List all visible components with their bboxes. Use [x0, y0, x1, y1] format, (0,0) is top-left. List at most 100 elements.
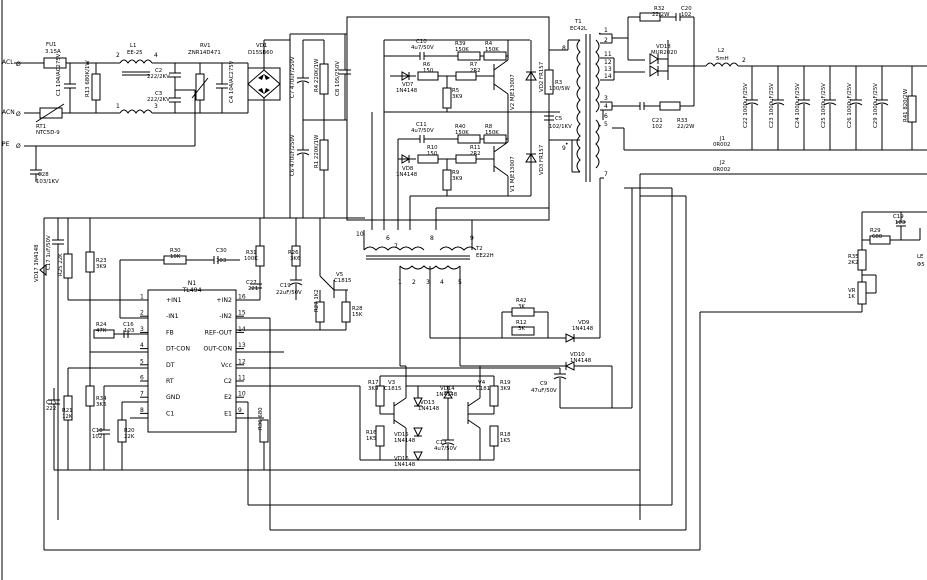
svg-text:C18: C18: [92, 428, 103, 434]
svg-text:3K: 3K: [518, 326, 525, 332]
svg-text:13: 13: [604, 66, 612, 73]
terminal-pe: PE Ø: [2, 141, 21, 150]
svg-text:C30: C30: [216, 248, 227, 254]
svg-text:J2: J2: [719, 160, 725, 166]
svg-text:R27 1K2: R27 1K2: [314, 289, 320, 312]
svg-text:1K5: 1K5: [366, 436, 376, 442]
svg-text:R20: R20: [124, 428, 135, 434]
pin-label: DT-CON: [166, 346, 190, 353]
svg-text:•: •: [598, 31, 602, 38]
svg-text:4: 4: [440, 279, 444, 286]
svg-text:C1815: C1815: [384, 386, 401, 392]
v2-label: V2 MJE13007: [510, 74, 516, 110]
ic-pin-right: 15-IN2: [219, 310, 245, 321]
svg-text:3K9: 3K9: [96, 264, 107, 270]
svg-text:C21: C21: [652, 118, 663, 124]
svg-text:R33: R33: [677, 118, 688, 124]
svg-text:V3: V3: [388, 380, 395, 386]
svg-text:R3: R3: [555, 80, 562, 86]
secondary-rectifier: R32 22/2W C20 102 VD18 MUR2020 C21 102 R…: [612, 6, 927, 130]
svg-text:22K: 22K: [124, 434, 135, 440]
svg-text:R26: R26: [288, 250, 299, 256]
svg-text:8: 8: [430, 235, 434, 242]
svg-text:2R2: 2R2: [470, 68, 481, 74]
svg-text:R42: R42: [516, 298, 527, 304]
svg-text:4: 4: [604, 103, 608, 110]
svg-text:C17 1uF/50V: C17 1uF/50V: [46, 235, 52, 270]
svg-text:VD18: VD18: [656, 44, 671, 50]
svg-text:EE22H: EE22H: [476, 253, 494, 259]
svg-text:R11: R11: [470, 145, 481, 151]
svg-text:C11: C11: [416, 122, 427, 128]
svg-text:1N4148: 1N4148: [572, 326, 594, 332]
svg-text:VD16: VD16: [394, 456, 409, 462]
c3-ref: C3: [155, 91, 162, 97]
svg-text:VD15: VD15: [394, 432, 409, 438]
svg-text:ZNR14D471: ZNR14D471: [188, 50, 221, 56]
svg-text:12K: 12K: [62, 414, 73, 420]
svg-text:C1815: C1815: [476, 386, 493, 392]
svg-text:3: 3: [154, 103, 158, 110]
svg-text:C29 1000uF/25V: C29 1000uF/25V: [873, 83, 879, 128]
svg-text:102: 102: [92, 434, 102, 440]
svg-text:1N4148: 1N4148: [394, 462, 416, 468]
svg-text:R8: R8: [485, 124, 493, 130]
pin-number: 8: [140, 407, 144, 414]
varistor-rv1: [195, 73, 205, 101]
svg-text:R34: R34: [96, 396, 107, 402]
svg-text:C22 1000uF/25V: C22 1000uF/25V: [743, 83, 749, 128]
resistor-r13: [91, 73, 101, 101]
r1-label: R1 220K/1W: [314, 134, 320, 168]
svg-text:221: 221: [248, 286, 258, 292]
svg-text:3K9: 3K9: [500, 386, 511, 392]
svg-text:D15SB60: D15SB60: [248, 50, 274, 56]
pin-label: REF-OUT: [205, 329, 233, 336]
c1-label: C1 104/AC275V: [56, 53, 62, 96]
svg-text:3K6: 3K6: [290, 256, 301, 262]
svg-text:1N4148: 1N4148: [570, 358, 592, 364]
svg-text:0R002: 0R002: [713, 142, 730, 148]
svg-text:1: 1: [116, 103, 120, 110]
svg-text:R23: R23: [96, 258, 107, 264]
svg-text:MUR2020: MUR2020: [651, 50, 678, 56]
svg-text:R12: R12: [516, 320, 527, 326]
svg-text:TL494: TL494: [181, 287, 201, 294]
svg-text:C5: C5: [555, 116, 562, 122]
svg-text:15K: 15K: [352, 312, 363, 318]
svg-text:10K: 10K: [170, 254, 181, 260]
svg-text:47K: 47K: [96, 328, 107, 334]
pin-number: 12: [238, 358, 246, 365]
bulk-capacitors: C7 470uF/250V C6 470uF/250V R4 220K/1W R…: [290, 34, 351, 218]
svg-text:VD10: VD10: [570, 352, 585, 358]
svg-text:R29: R29: [870, 228, 881, 234]
transformer-t2: 10 6 7 8 9 1 2 3 4 5 T2 EE22H: [356, 208, 550, 366]
svg-text:1K: 1K: [848, 294, 855, 300]
svg-text:222: 222: [46, 406, 56, 412]
pin-label: -IN1: [166, 313, 179, 320]
pin-number: 2: [140, 310, 144, 317]
svg-text:R6: R6: [423, 62, 431, 68]
svg-text:ACL: ACL: [2, 59, 14, 66]
svg-text:4: 4: [154, 52, 158, 59]
pin-number: 6: [140, 375, 144, 382]
inductor-l1: L1 EE-25 2 4 1 3: [116, 43, 158, 114]
pin-label: FB: [166, 329, 174, 336]
svg-text:9: 9: [562, 145, 566, 152]
svg-text:2: 2: [604, 37, 608, 44]
svg-text:EE-25: EE-25: [127, 50, 143, 56]
svg-text:VD14: VD14: [440, 386, 455, 392]
pin-number: 4: [140, 342, 144, 349]
c2-value: 222/2KV: [147, 74, 170, 80]
svg-text:R32: R32: [654, 6, 665, 12]
svg-text:R28: R28: [352, 306, 363, 312]
c8-label: C8 105/250V: [335, 61, 341, 96]
pin-label: E2: [224, 394, 232, 401]
svg-text:1N4148: 1N4148: [396, 88, 418, 94]
svg-text:R41 820/2W: R41 820/2W: [903, 88, 909, 122]
r13-label: R13 680K/1W: [85, 60, 91, 97]
